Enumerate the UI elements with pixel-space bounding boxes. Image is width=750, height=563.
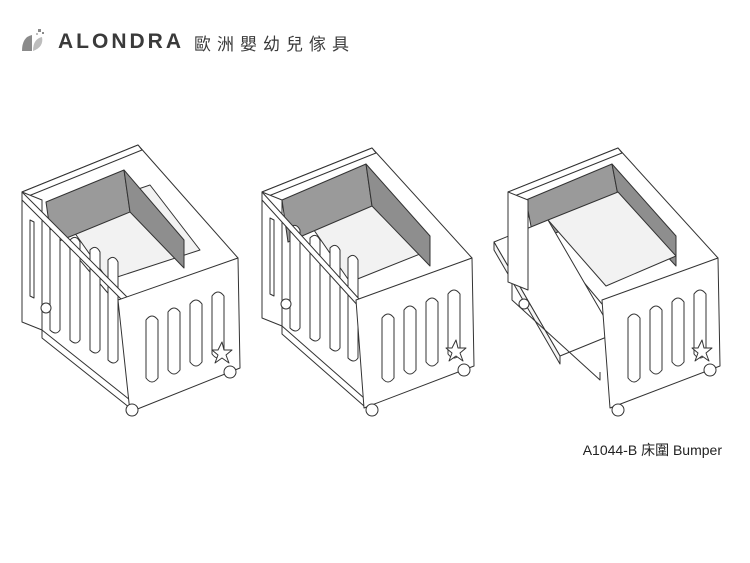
crib-illustration-1 — [21, 144, 241, 417]
brand-name: ALONDRA — [58, 30, 184, 53]
crib-illustration-2 — [261, 147, 475, 417]
crib-illustration-3 — [493, 147, 721, 417]
brand-chinese-name: 歐洲嬰幼兒傢具 — [194, 34, 355, 55]
brand-header: ALONDRA 歐洲嬰幼兒傢具 — [18, 26, 355, 58]
product-caption: A1044-B 床圍 Bumper — [582, 442, 722, 458]
alondra-leaf-logo-icon — [22, 29, 44, 51]
